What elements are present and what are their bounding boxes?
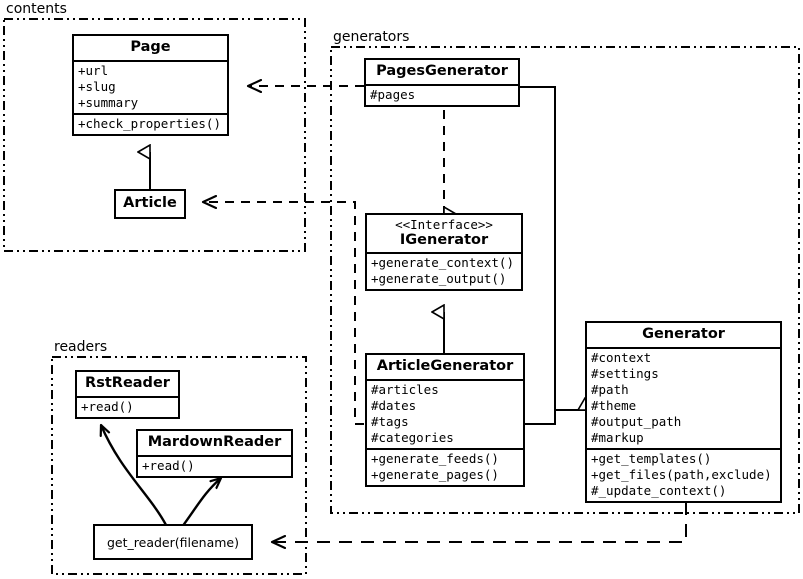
class-rstreader-name: RstReader: [85, 375, 170, 391]
relation-generators-generalize-generator: [520, 86, 585, 425]
method-row: +read(): [142, 457, 195, 473]
class-igenerator-stereotype: <<Interface>>: [395, 217, 493, 232]
class-pagesgenerator[interactable]: PagesGenerator #pages: [364, 58, 520, 107]
attribute-row: #tags: [371, 413, 409, 429]
method-row: +generate_feeds(): [371, 450, 499, 466]
class-generator[interactable]: Generator #context #settings #path #them…: [585, 321, 782, 503]
attribute-row: #pages: [370, 86, 416, 102]
class-article-name: Article: [123, 195, 177, 211]
attribute-row: #articles: [371, 381, 439, 397]
attribute-row: #settings: [591, 365, 659, 381]
method-row: +check_properties(): [78, 115, 221, 131]
function-box-get-reader[interactable]: get_reader(filename): [93, 524, 253, 560]
class-rstreader-methods: +read(): [77, 395, 178, 417]
method-row: +get_templates(): [591, 450, 712, 466]
relation-getreader-creates-mardownreader: [181, 478, 221, 528]
attribute-row: +summary: [78, 94, 139, 110]
class-generator-attributes: #context #settings #path #theme #output_…: [587, 346, 780, 448]
package-frame-generators: [330, 46, 800, 514]
attribute-row: +slug: [78, 78, 116, 94]
class-mardownreader-methods: +read(): [138, 454, 291, 476]
class-igenerator-name: IGenerator: [399, 231, 489, 248]
attribute-row: #markup: [591, 429, 644, 445]
attribute-row: #categories: [371, 429, 454, 445]
method-row: +get_files(path,exclude): [591, 466, 772, 482]
package-label-readers: readers: [52, 339, 110, 355]
relation-articlegenerator-depends-article: [203, 202, 364, 425]
attribute-row: #output_path: [591, 413, 682, 429]
class-generator-methods: +get_templates() +get_files(path,exclude…: [587, 447, 780, 501]
class-articlegenerator-name: ArticleGenerator: [376, 358, 514, 374]
method-row: +read(): [81, 398, 134, 414]
class-pagesgenerator-name: PagesGenerator: [376, 63, 508, 79]
attribute-row: #context: [591, 349, 652, 365]
attribute-row: +url: [78, 62, 109, 78]
class-igenerator[interactable]: <<Interface>> IGenerator +generate_conte…: [365, 213, 523, 292]
method-row: +generate_pages(): [371, 466, 499, 482]
class-igenerator-methods: +generate_context() +generate_output(): [367, 252, 521, 289]
relation-getreader-creates-rstreader: [101, 425, 168, 526]
package-label-contents: contents: [4, 1, 69, 17]
class-pagesgenerator-attributes: #pages: [366, 83, 518, 105]
class-mardownreader[interactable]: MardownReader +read(): [136, 429, 293, 478]
attribute-row: #dates: [371, 397, 417, 413]
class-articlegenerator[interactable]: ArticleGenerator #articles #dates #tags …: [365, 353, 525, 487]
relation-generator-depends-getreader: [272, 502, 687, 542]
class-article[interactable]: Article: [114, 189, 186, 219]
class-page[interactable]: Page +url +slug +summary +check_properti…: [72, 34, 229, 136]
method-row: +generate_context(): [371, 255, 514, 271]
method-row: +generate_output(): [371, 271, 507, 287]
class-rstreader[interactable]: RstReader +read(): [75, 370, 180, 419]
class-page-name: Page: [130, 39, 171, 55]
attribute-row: #path: [591, 381, 629, 397]
class-articlegenerator-methods: +generate_feeds() +generate_pages(): [367, 447, 523, 485]
package-frame-contents: [3, 18, 306, 252]
class-page-attributes: +url +slug +summary: [74, 59, 227, 113]
function-box-label: get_reader(filename): [107, 534, 239, 550]
class-mardownreader-name: MardownReader: [147, 434, 282, 450]
class-generator-name: Generator: [642, 326, 725, 342]
class-page-methods: +check_properties(): [74, 112, 227, 134]
package-label-generators: generators: [331, 29, 412, 45]
package-frame-readers: [51, 356, 307, 575]
class-articlegenerator-attributes: #articles #dates #tags #categories: [367, 378, 523, 448]
method-row: #_update_context(): [591, 482, 727, 498]
attribute-row: #theme: [591, 397, 637, 413]
